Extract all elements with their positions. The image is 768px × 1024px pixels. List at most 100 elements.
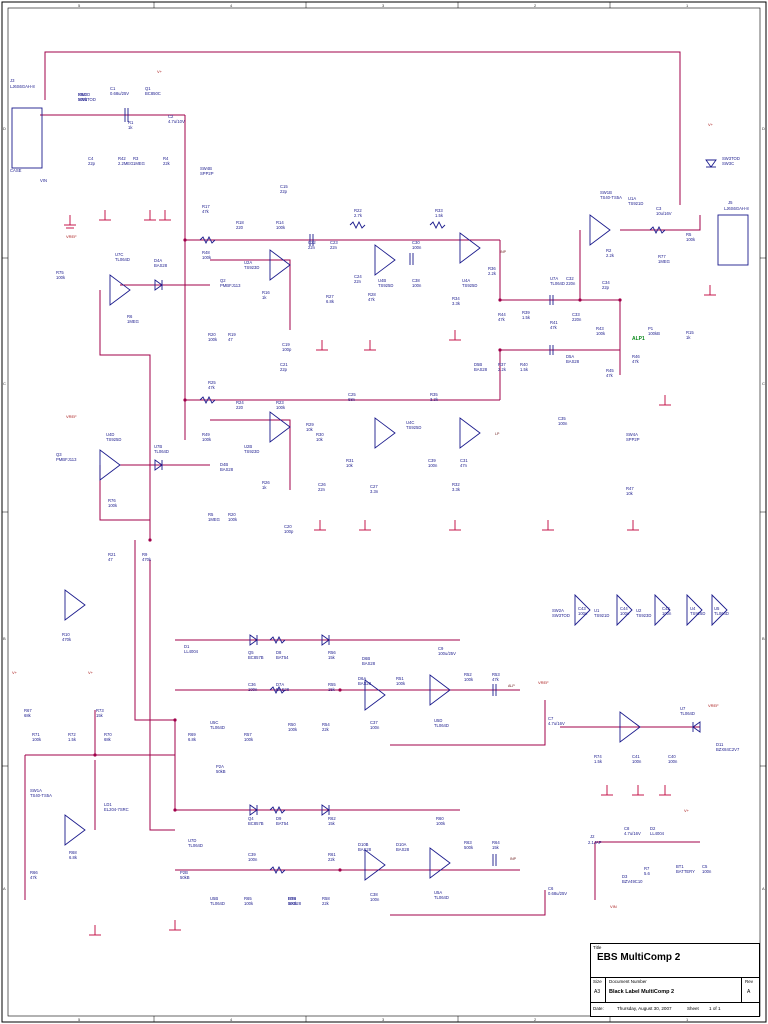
part-ref: C42 [662,606,670,611]
part-value: TL064D [550,281,565,286]
part-ref: U2A [244,260,252,265]
part-ref: R9 [142,552,148,557]
part-ref: R69 [188,732,196,737]
part-ref: R23 [276,400,284,405]
part-value: 2.7k [354,213,363,218]
part-ref: C20 [284,524,292,529]
part-ref: D4B [220,462,228,467]
part-value: 100n [558,421,568,426]
part-value: 4.7u/10V [168,119,185,124]
vplus-label-2: V+ [708,122,714,127]
part-ref: Q3 [56,452,62,457]
part-ref: R68 [69,850,77,855]
part-value: 68k [104,737,112,742]
part-value: 47 [228,337,233,342]
vref-label-1: VREF [66,234,77,239]
part-ref: R76 [108,498,116,503]
part-ref: R14 [276,220,284,225]
vplus-label-4: V+ [88,670,94,675]
part-value: 3.3k [430,397,439,402]
part-ref: U5B [210,896,218,901]
part-ref: R26 [262,480,270,485]
part-value: 4.7u/16V [548,721,565,726]
zone-col-5-bottom: 5 [78,1017,81,1022]
part-ref: SW3TOD [722,156,740,161]
part-value: SPP2P [200,171,214,176]
part-ref: SW2A [552,608,564,613]
part-value: TL064D [210,725,225,730]
vref-label-2: VREF [66,414,77,419]
part-ref: U4 [690,606,696,611]
part-ref: R47 [626,486,634,491]
part-value: 100p [282,347,292,352]
part-value: 220n [566,281,576,286]
part-value: TL064D [434,895,449,900]
part-ref: R56 [328,650,336,655]
components [11,107,749,881]
part-value: 1k [262,485,267,490]
part-ref: C2 [168,114,174,119]
part-value: 100n [412,283,422,288]
part-ref: R2 [606,248,612,253]
part-ref: D9 [276,816,282,821]
part-ref: D6A [358,676,366,681]
part-ref: C38 [412,278,420,283]
part-ref: R52 [464,672,472,677]
date-value: Thursday, August 30, 2007 [617,1006,672,1011]
part-value: 22p [602,285,610,290]
part-ref: R37 [498,362,506,367]
part-ref: R70 [104,732,112,737]
part-value: 15k [492,845,500,850]
part-value: 6.8k [69,855,78,860]
part-value: 3.3k [452,301,461,306]
part-ref: C32 [566,276,574,281]
part-ref: C19 [282,342,290,347]
j3-ref: J3 [10,78,15,83]
part-ref: U1 [594,608,600,613]
part-value: 10k [346,463,354,468]
part-ref: U4C [406,420,414,425]
part-ref: U7C [115,252,123,257]
part-value: 1.5k [435,213,444,218]
zone-row-b-right: B [762,636,765,641]
part-ref: R66 [30,870,38,875]
part-value: BAS28 [276,687,290,692]
part-ref: R20 [228,512,236,517]
part-ref: R65 [244,896,252,901]
part-ref: Q1 [145,86,151,91]
part-value: 220n [572,317,582,322]
zone-col-3-bottom: 3 [382,1017,385,1022]
part-ref: R71 [32,732,40,737]
part-value: TS40-TS5A [600,195,622,200]
part-value: 1.5k [594,759,603,764]
part-value: 1.5k [520,367,529,372]
part-ref: D2 [650,826,656,831]
part-value: 1.5k [68,737,77,742]
vplus-label-3: V+ [12,670,18,675]
part-ref: R64 [492,840,500,845]
part-value: 15k [328,687,336,692]
part-ref: C41 [632,754,640,759]
part-value: 50kB [216,769,226,774]
case-label: CASE [10,168,22,173]
part-value: LL4004 [184,649,199,654]
part-value: SW3TOD [552,613,570,618]
part-value: 2.2MEG [118,161,133,166]
part-ref: R27 [326,294,334,299]
zone-row-a-right: A [762,886,765,891]
part-value: BAS28 [288,901,302,906]
part-value: 1.5k [522,315,531,320]
part-value: TL064D [115,257,130,262]
part-ref: C8 [624,826,630,831]
part-value: BAT54 [276,655,289,660]
part-ref: SW3D [78,92,90,97]
part-ref: R44 [498,312,506,317]
part-ref: U7B [154,444,162,449]
part-value: TL064D [714,611,729,616]
part-ref: D7A [276,682,284,687]
part-value: TL064D [434,723,449,728]
part-ref: SW1A [30,788,42,793]
vplus-label-1: V+ [157,69,163,74]
part-value: TS921D [594,613,609,618]
